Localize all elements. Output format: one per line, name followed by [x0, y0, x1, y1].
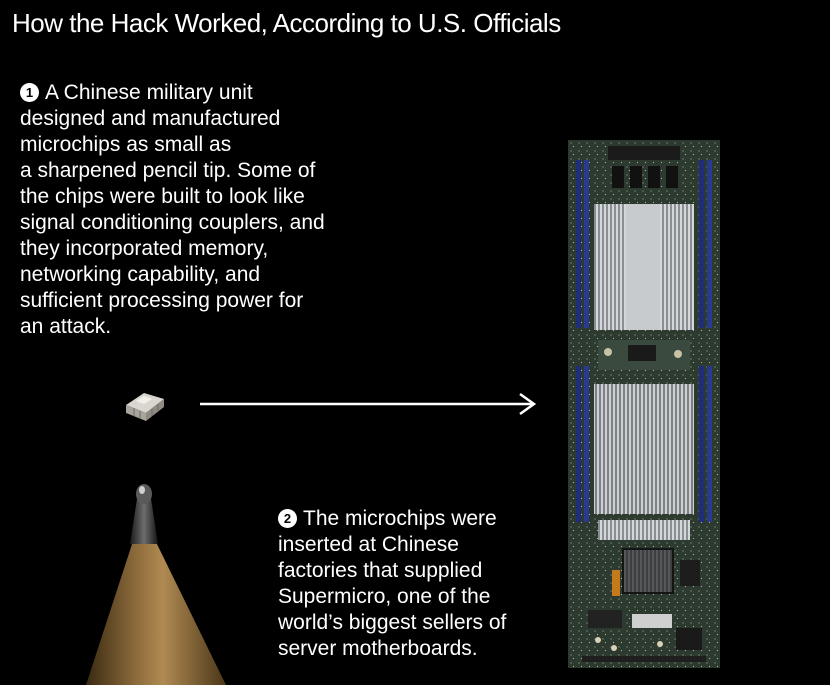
- step-2-line: world’s biggest sellers of: [278, 611, 507, 634]
- step-2-line-text: The microchips were: [303, 507, 497, 530]
- page-title: How the Hack Worked, According to U.S. O…: [12, 8, 561, 38]
- step-1-line: designed and manufactured: [20, 107, 281, 130]
- step-1-badge: 1: [20, 83, 39, 102]
- step-1-line: they incorporated memory,: [20, 237, 269, 260]
- step-1-line: a sharpened pencil tip. Some of: [20, 159, 316, 182]
- step-1-line: networking capability, and: [20, 263, 261, 286]
- step-1-line: an attack.: [20, 315, 112, 338]
- step-2-line: 2 The microchips were: [278, 506, 568, 532]
- step-2-badge: 2: [278, 509, 297, 528]
- arrow-right-icon: [200, 392, 537, 416]
- step-1-line: signal conditioning couplers, and: [20, 211, 325, 234]
- microchip-image: [126, 393, 164, 421]
- step-2-line: factories that supplied: [278, 559, 483, 582]
- server-motherboard-image: [568, 140, 720, 668]
- step-2-line: inserted at Chinese: [278, 533, 459, 556]
- step-1-text: 1 A Chinese military unit designed and ma…: [20, 80, 380, 340]
- step-2-line: Supermicro, one of the: [278, 585, 491, 608]
- step-2-line: server motherboards.: [278, 637, 478, 660]
- step-1-line: sufficient processing power for: [20, 289, 304, 312]
- step-1-line: the chips were built to look like: [20, 185, 305, 208]
- step-1-line: 1 A Chinese military unit: [20, 80, 380, 106]
- step-1-line-text: A Chinese military unit: [45, 81, 253, 104]
- step-1-line: microchips as small as: [20, 133, 232, 156]
- step-2-text: 2 The microchips were inserted at Chinese…: [278, 506, 568, 662]
- pencil-tip-image: [86, 484, 226, 685]
